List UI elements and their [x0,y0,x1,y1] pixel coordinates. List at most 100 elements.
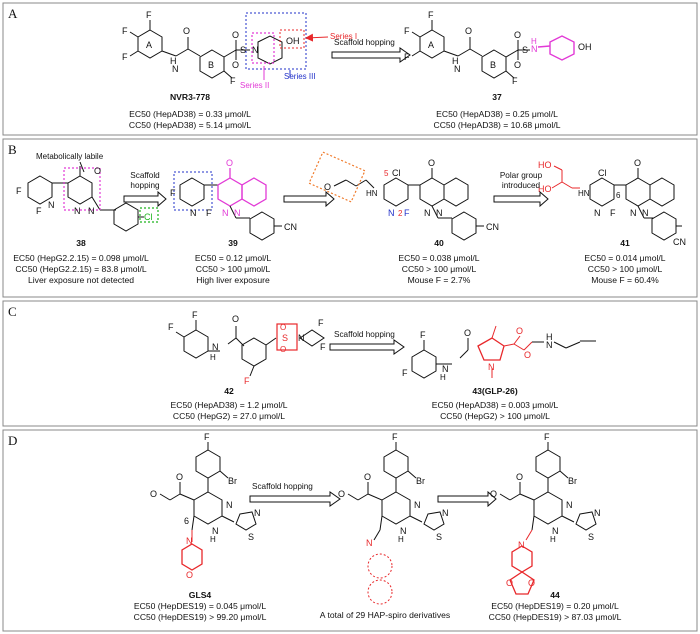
compound-41-atom-labels: HO HO HN Cl 6 N F O N N CN [538,158,686,247]
svg-text:N: N [552,526,559,536]
svg-text:N: N [186,536,193,546]
panel-b-letter: B [8,142,17,157]
svg-text:F: F [392,432,398,442]
svg-text:O: O [514,30,521,40]
svg-text:O: O [150,489,157,499]
svg-text:O: O [464,328,471,338]
svg-text:S: S [588,532,594,542]
svg-text:N: N [630,208,637,218]
svg-text:H: H [210,353,216,362]
panel-c-letter: C [8,304,17,319]
compound-44-structure [499,442,597,595]
svg-text:HN: HN [366,189,378,198]
svg-text:O: O [183,26,190,36]
svg-text:S: S [522,45,528,55]
panel-frame-c [2,300,698,427]
compound-42-structure [175,320,325,377]
compound-name: NVR3-778 [169,92,211,102]
svg-text:H: H [531,37,537,46]
series-annotations [245,12,329,80]
svg-text:S: S [240,45,246,55]
ring-a-label: A [146,40,152,50]
compound-40-structure [333,168,484,241]
compound-44-atom-labels: F Br O O N N H N O O N S [490,432,601,588]
nvr3-778-caption: NVR3-778 EC50 (HepAD38) = 0.33 μmol/L CC… [110,92,270,131]
svg-text:N: N [212,526,219,536]
svg-text:B: B [490,60,496,70]
svg-text:N: N [414,500,421,510]
svg-text:O: O [634,158,641,168]
cl-box [139,207,159,223]
compound-name: 37 [492,92,502,102]
panel-frame-b [2,138,698,298]
svg-text:O: O [528,578,535,588]
svg-text:F: F [610,208,616,218]
svg-text:F: F [230,76,236,86]
svg-text:N: N [388,208,395,218]
svg-text:F: F [512,76,518,86]
series-iii-label: Series III [284,72,316,81]
scaffold-arrow-d1 [249,491,341,507]
oh-label: OH [286,36,300,46]
svg-text:N: N [254,508,261,518]
svg-text:F: F [244,376,250,386]
svg-text:O: O [364,472,371,482]
panel-d-letter: D [8,433,18,448]
cl-label-38: Cl [144,212,153,222]
svg-text:O: O [490,489,497,499]
series-ii-box [251,32,275,64]
svg-text:F: F [428,10,434,20]
gls4-atom-labels: F Br O O N N H 6 N O N S [150,432,261,580]
compound-37-caption: 37 EC50 (HepAD38) = 0.25 μmol/L CC50 (He… [412,92,582,131]
compound-41-structure [551,165,682,241]
polar-group-label: Polar group introduced [499,171,543,190]
scaffold-hopping-label-a: Scaffold hopping [334,38,395,47]
svg-text:F: F [192,310,198,320]
piperidine-ring [257,35,283,65]
compound-43-atom-labels: F F N H O N O O H N [402,326,553,382]
svg-text:OH: OH [578,42,592,52]
svg-text:O: O [516,472,523,482]
svg-text:N: N [226,500,233,510]
svg-text:O: O [428,158,435,168]
svg-text:N: N [172,64,179,74]
svg-text:O: O [176,472,183,482]
svg-text:S: S [248,532,254,542]
svg-text:O: O [186,570,193,580]
series-i-box [279,29,305,49]
svg-text:Cl: Cl [598,168,607,178]
svg-text:N: N [454,64,461,74]
compound-38-atom-labels: F F N O N N Cl [16,166,153,222]
svg-text:N: N [48,200,55,210]
svg-text:Br: Br [568,476,577,486]
svg-text:F: F [168,322,174,332]
compound-37-atom-labels: F F F A O H N B F S O O H N OH [404,10,592,86]
svg-text:HN: HN [578,189,590,198]
svg-text:2: 2 [398,209,403,218]
series-i-arrow [305,33,329,42]
svg-text:F: F [404,52,410,62]
ec50-value: EC50 (HepAD38) = 0.25 μmol/L [436,109,558,119]
svg-text:N: N [642,208,649,218]
svg-text:O: O [232,30,239,40]
svg-text:N: N [442,364,449,374]
series-i-label: Series I [330,32,358,41]
compound-39-structure [179,168,282,241]
scaffold-arrow-c [329,339,405,355]
svg-text:O: O [514,60,521,70]
compound-39-atom-labels: F N F O N N CN [170,158,297,232]
svg-text:F: F [420,330,426,340]
svg-text:F: F [544,432,550,442]
svg-text:N: N [546,340,553,350]
svg-text:HO: HO [538,160,552,170]
svg-text:N: N [566,500,573,510]
svg-text:5: 5 [384,169,389,178]
cc50-value: CC50 (HepAD38) = 5.14 μmol/L [128,120,252,130]
side-chain-box [308,151,366,203]
svg-text:O: O [280,323,286,332]
svg-text:H: H [550,535,556,544]
compound-39-caption: 39 EC50 = 0.12 μmol/L CC50 > 100 μmol/L … [194,238,272,285]
svg-text:N: N [222,208,229,218]
svg-text:O: O [506,578,513,588]
